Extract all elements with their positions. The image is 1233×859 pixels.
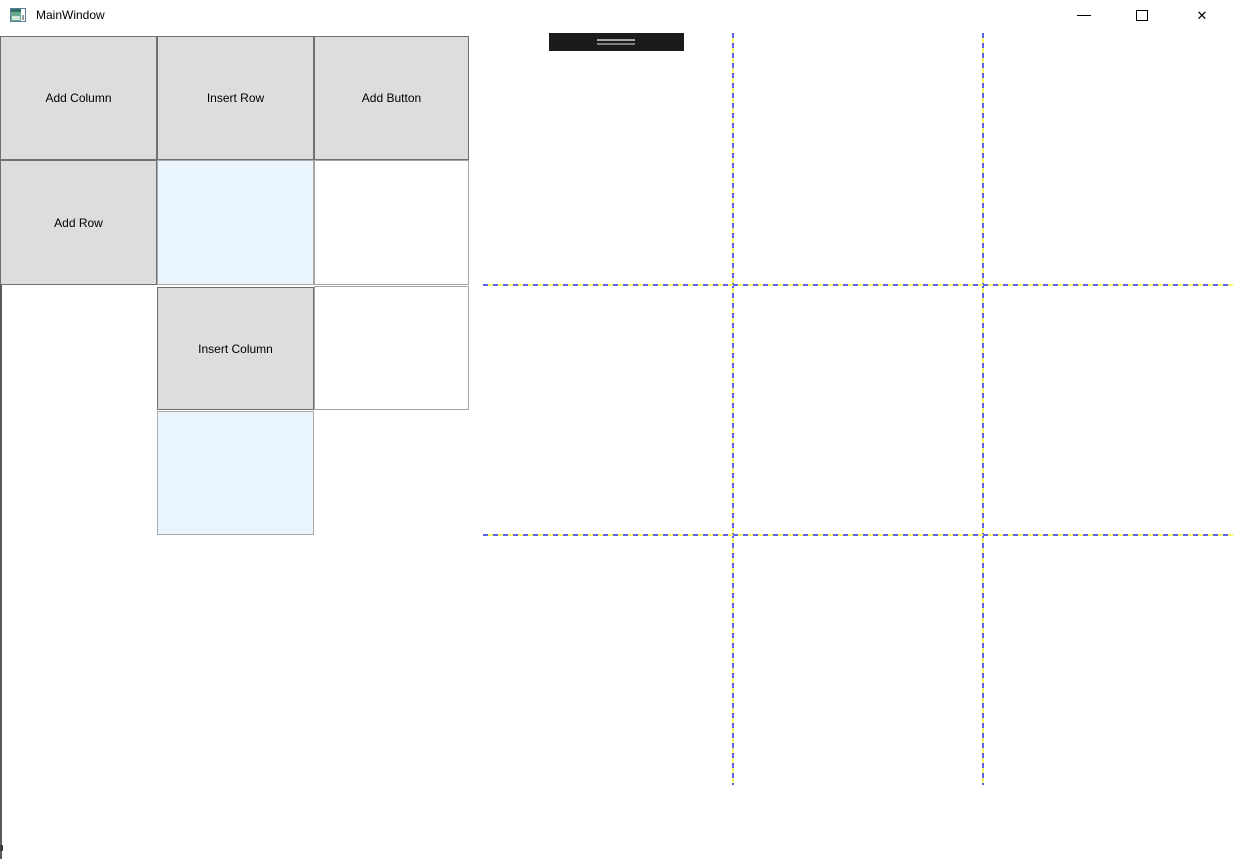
close-button[interactable]: ✕ — [1171, 0, 1233, 31]
dashed-gridline-vertical — [982, 33, 984, 785]
titlebar: MainWindow ✕ — [0, 0, 1233, 31]
minimize-button[interactable] — [1055, 0, 1113, 31]
grid-left-edge — [0, 36, 2, 859]
grid-left-edge-notch — [0, 845, 3, 851]
dashed-gridline-horizontal — [483, 284, 1233, 286]
grid-cell — [314, 160, 469, 285]
window-controls: ✕ — [1055, 0, 1233, 31]
grid-cell-highlighted — [157, 411, 314, 535]
maximize-icon — [1136, 10, 1148, 21]
app-window-icon — [10, 7, 26, 23]
close-icon: ✕ — [1196, 8, 1208, 23]
add-button-button[interactable]: Add Button — [314, 36, 469, 160]
splitter-grip-icon — [597, 43, 635, 45]
add-row-button[interactable]: Add Row — [0, 160, 157, 285]
dashed-gridline-horizontal — [483, 534, 1233, 536]
maximize-button[interactable] — [1113, 0, 1171, 31]
add-column-button[interactable]: Add Column — [0, 36, 157, 160]
insert-column-button[interactable]: Insert Column — [157, 287, 314, 410]
grid-splitter[interactable] — [549, 33, 684, 51]
grid-cell — [314, 286, 469, 410]
splitter-grip-icon — [597, 39, 635, 41]
dashed-gridline-vertical — [732, 33, 734, 785]
window-title: MainWindow — [36, 8, 105, 22]
insert-row-button[interactable]: Insert Row — [157, 36, 314, 160]
minimize-icon — [1077, 15, 1091, 16]
grid-cell-highlighted — [157, 160, 314, 285]
